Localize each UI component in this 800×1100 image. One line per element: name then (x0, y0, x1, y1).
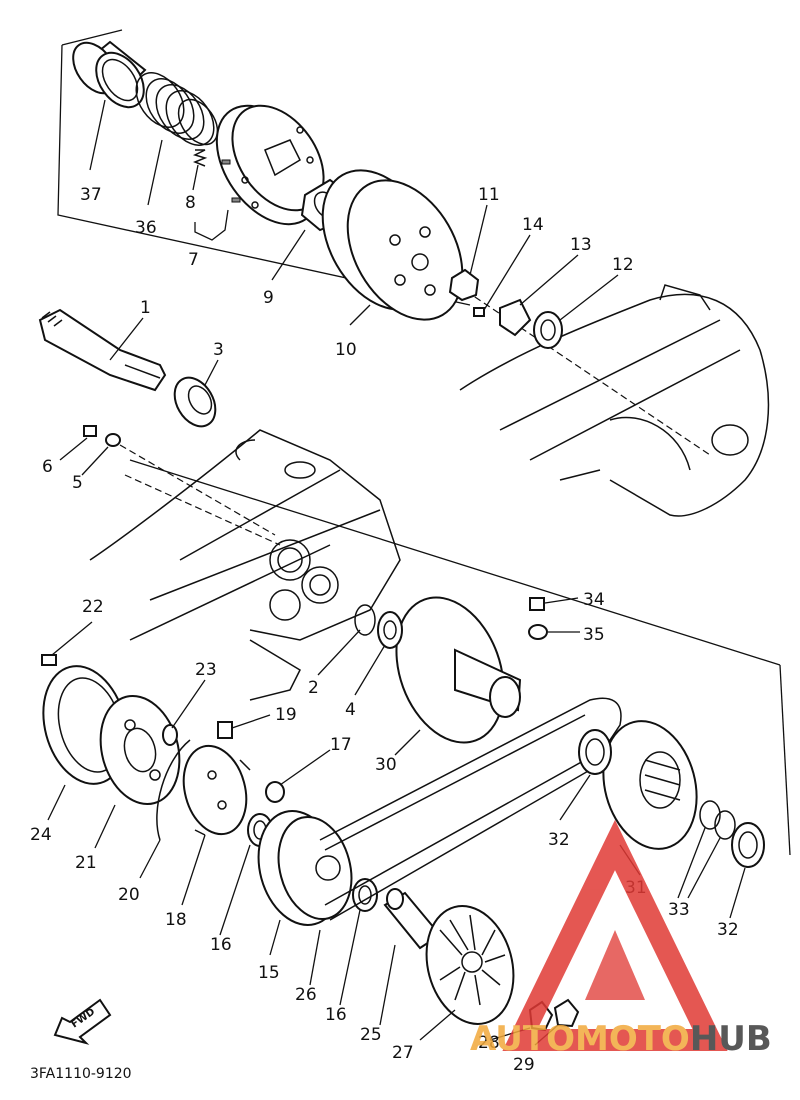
part-3-bearing (173, 376, 217, 428)
callout-3: 3 (213, 340, 224, 360)
part-7-clutch-carrier (215, 104, 325, 226)
callout-9: 9 (263, 288, 274, 308)
callout-4: 4 (345, 700, 356, 720)
leader-lines (47, 99, 746, 1046)
automotohub-watermark: AUTOMOTOHUB (470, 819, 772, 1059)
callout-2: 2 (308, 678, 319, 698)
callout-34: 34 (583, 590, 605, 610)
part-29-nut (553, 998, 580, 1028)
callout-15: 15 (258, 963, 280, 983)
watermark-triangle-icon (502, 819, 728, 1051)
part-10-clutch-housing (321, 169, 464, 321)
part-19-slider (217, 721, 233, 739)
callout-10: 10 (335, 340, 357, 360)
callout-6: 6 (42, 457, 53, 477)
fwd-arrow-icon: FWD (53, 998, 112, 1045)
callout-24: 24 (30, 825, 52, 845)
callout-27: 27 (392, 1043, 414, 1063)
callout-32a: 32 (548, 830, 570, 850)
part-34-bolt (529, 597, 545, 611)
callout-23: 23 (195, 660, 217, 680)
callout-21: 21 (75, 853, 97, 873)
callout-12: 12 (612, 255, 634, 275)
callout-18: 18 (165, 910, 187, 930)
callout-29: 29 (513, 1055, 535, 1075)
part-31-fixed-sheave (602, 720, 698, 850)
callout-7: 7 (188, 250, 199, 270)
part-33-o-rings (699, 800, 736, 840)
crankcase-cover (459, 284, 770, 517)
part-14-bolt (473, 307, 485, 317)
crankcase-left (89, 429, 401, 701)
part-13-bracket (499, 298, 532, 337)
part-17-roller (265, 781, 285, 803)
callout-17: 17 (330, 735, 352, 755)
callout-8: 8 (185, 193, 196, 213)
callout-19: 19 (275, 705, 297, 725)
callout-16a: 16 (210, 935, 232, 955)
callout-5: 5 (72, 473, 83, 493)
callout-25: 25 (360, 1025, 382, 1045)
part-26-belt (319, 697, 622, 921)
part-20-ring (156, 739, 191, 841)
callout-30: 30 (375, 755, 397, 775)
callout-35: 35 (583, 625, 605, 645)
part-27-fan (425, 905, 515, 1025)
part-30-secondary-sheave (395, 596, 522, 744)
callout-labels: 37 36 8 7 9 10 11 14 13 12 1 3 6 5 22 23… (30, 185, 739, 1075)
callout-37: 37 (80, 185, 102, 205)
callout-13: 13 (570, 235, 592, 255)
part-4-seal (377, 611, 403, 649)
part-11-nut (448, 268, 480, 302)
watermark-auto: AUTO (470, 1019, 575, 1059)
callout-16b: 16 (325, 1005, 347, 1025)
callout-11: 11 (478, 185, 500, 205)
part-6-bolt (83, 425, 97, 437)
part-32a-bearing (578, 729, 612, 775)
callout-1: 1 (140, 298, 151, 318)
callout-20: 20 (118, 885, 140, 905)
callout-28: 28 (478, 1033, 500, 1053)
part-8-spring (192, 149, 208, 167)
part-35-washer (528, 624, 548, 640)
part-5-washer (105, 433, 121, 447)
callout-26: 26 (295, 985, 317, 1005)
part-25-collar (383, 888, 442, 950)
callout-32b: 32 (717, 920, 739, 940)
callout-14: 14 (522, 215, 544, 235)
part-22-bolt (41, 654, 57, 666)
watermark-moto: MOTO (575, 1019, 690, 1059)
part-37-sleeve (72, 40, 147, 109)
part-2-circlip (354, 604, 376, 636)
diagram-code: 3FA1110-9120 (30, 1066, 132, 1082)
part-1-shaft (38, 308, 167, 392)
watermark-hub: HUB (690, 1019, 772, 1059)
callout-36: 36 (135, 218, 157, 238)
part-18-weight-holder (182, 744, 251, 836)
part-36-spring (135, 72, 219, 146)
svg-text:AUTOMOTOHUB: AUTOMOTOHUB (470, 1019, 772, 1059)
part-23-collar (162, 724, 178, 746)
part-32b-bearing (731, 822, 765, 868)
callout-22: 22 (82, 597, 104, 617)
part-12-bearing (533, 311, 563, 349)
callout-33: 33 (668, 900, 690, 920)
